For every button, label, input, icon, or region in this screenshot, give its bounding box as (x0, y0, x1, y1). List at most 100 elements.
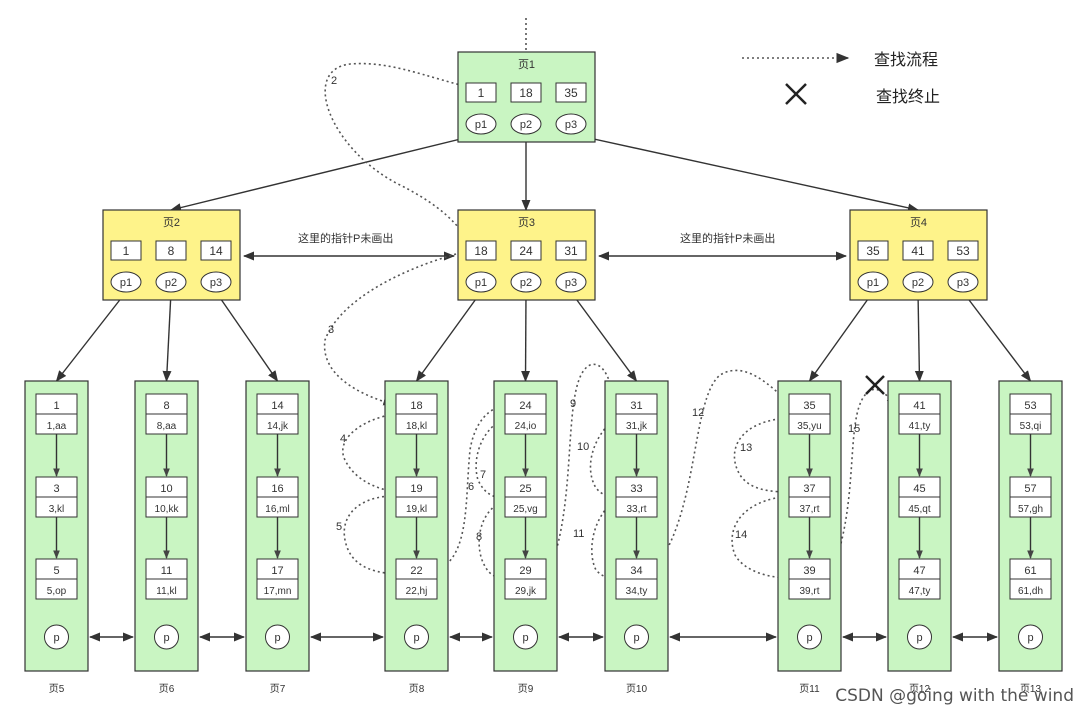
key-cell (902, 240, 934, 261)
tree-edge (914, 291, 924, 383)
record-key: 37 (803, 483, 815, 495)
pointer-circle (110, 271, 142, 293)
pointer-label: p2 (165, 277, 177, 289)
record-value: 22,hj (406, 586, 428, 597)
step-number: 6 (468, 481, 474, 493)
tree-edge (169, 133, 482, 212)
record-value: 33,rt (626, 504, 646, 515)
record-value: 3,kl (49, 504, 65, 515)
record-key: 53 (1024, 400, 1036, 412)
record-value: 47,ty (909, 586, 931, 597)
watermark: CSDN @going with the wind (835, 686, 1074, 706)
record-key: 33 (630, 483, 642, 495)
tree-edge (570, 291, 638, 382)
pointer-circle (902, 271, 934, 293)
leaf-pointer-circle (154, 624, 179, 650)
pointer-circle (465, 113, 497, 135)
record-value: 19,kl (406, 504, 427, 515)
record-value: 16,ml (265, 504, 289, 515)
tree-edge (215, 291, 279, 382)
leaf-pointer-label: p (916, 632, 922, 644)
record-value: 35,yu (797, 421, 821, 432)
pointer-circle (155, 271, 187, 293)
pointer-label: p3 (565, 277, 577, 289)
tree-edge (162, 291, 172, 383)
tree-edge (415, 291, 482, 382)
record-key: 34 (630, 565, 642, 577)
leaf-page-title: 页5 (49, 683, 65, 695)
record-key: 29 (519, 565, 531, 577)
leaf-page-title: 页11 (799, 683, 820, 695)
key-value: 14 (209, 244, 223, 258)
legend-stop-label: 查找终止 (876, 87, 940, 106)
step-number: 4 (340, 433, 346, 445)
key-value: 41 (911, 244, 925, 258)
pointer-circle (510, 113, 542, 135)
leaf-page-title: 页10 (626, 683, 648, 695)
record-value: 1,aa (47, 421, 67, 432)
tree-edges (55, 133, 1032, 642)
key-cell (510, 82, 542, 103)
leaf-pointer-circle (797, 624, 822, 650)
key-value: 31 (564, 244, 578, 258)
key-cell (857, 240, 889, 261)
pointer-circle (200, 271, 232, 293)
tree-nodes: 页11p118p235p3页21p18p214p3页318p124p231p3页… (24, 51, 1063, 695)
leaf-pointer-label: p (806, 632, 812, 644)
legend-flow-label: 查找流程 (874, 50, 938, 69)
key-cell (510, 240, 542, 261)
key-cell (555, 240, 587, 261)
record-key: 45 (913, 483, 925, 495)
tree-edge (55, 291, 127, 382)
step-number: 7 (480, 469, 486, 481)
pointer-label: p2 (520, 277, 532, 289)
step-number: 13 (740, 442, 752, 454)
leaf-pointer-label: p (274, 632, 280, 644)
leaf-page-title: 页9 (518, 683, 534, 695)
record-key: 1 (53, 400, 59, 412)
record-key: 57 (1024, 483, 1036, 495)
key-value: 1 (478, 86, 485, 100)
step-number: 3 (328, 324, 334, 336)
record-value: 61,dh (1018, 586, 1043, 597)
leaf-pointer-label: p (413, 632, 419, 644)
leaf-pointer-circle (404, 624, 429, 650)
step-number: 11 (573, 528, 584, 540)
search-flow-path (478, 499, 506, 582)
leaf-pointer-circle (44, 624, 69, 650)
leaf-pointer-label: p (633, 632, 639, 644)
record-value: 57,gh (1018, 504, 1043, 515)
key-cell (155, 240, 187, 261)
record-value: 34,ty (626, 586, 648, 597)
leaf-pointer-label: p (1027, 632, 1033, 644)
search-flow-path (323, 253, 457, 406)
pointer-label: p3 (957, 277, 969, 289)
key-value: 8 (168, 244, 175, 258)
record-key: 35 (803, 400, 815, 412)
record-value: 24,io (515, 421, 537, 432)
step-number: 12 (692, 407, 704, 419)
record-key: 19 (410, 483, 422, 495)
search-flow-path (649, 369, 791, 575)
pointer-circle (555, 113, 587, 135)
leaf-pointer-circle (513, 624, 538, 650)
key-cell (947, 240, 979, 261)
leaf-page-title: 页12 (909, 683, 931, 695)
pointer-circle (465, 271, 497, 293)
step-number: 8 (476, 531, 482, 543)
record-value: 37,rt (799, 504, 819, 515)
pointer-label: p3 (565, 119, 577, 131)
record-key: 61 (1024, 565, 1036, 577)
record-key: 41 (913, 400, 925, 412)
key-cell (465, 240, 497, 261)
record-key: 5 (53, 565, 59, 577)
step-number: 10 (577, 441, 589, 453)
pointer-circle (857, 271, 889, 293)
pointer-circle (555, 271, 587, 293)
tree-edge (808, 291, 874, 382)
record-value: 39,rt (799, 586, 819, 597)
pointer-note-left: 这里的指针P未画出 (298, 231, 393, 245)
